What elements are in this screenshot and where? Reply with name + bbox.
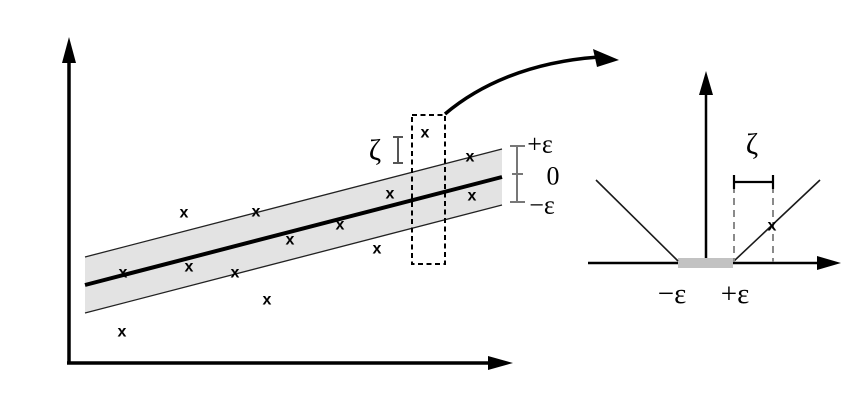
plus-epsilon-label: +ε: [527, 130, 553, 159]
data-point-x-mark: x: [466, 149, 475, 166]
data-point-x-mark: x: [768, 218, 777, 235]
left-scatter-points: x x x x x x x x x x x x x x: [118, 125, 477, 341]
loss-x-axis-arrowhead: [817, 256, 841, 270]
data-point-x-mark: x: [421, 125, 430, 142]
plus-epsilon-tick-label: +ε: [721, 278, 750, 310]
loss-y-axis-arrowhead: [699, 71, 713, 95]
right-plot: ζ −ε +ε x: [588, 71, 841, 310]
data-point-x-mark: x: [336, 217, 345, 234]
zeta-bracket: [732, 175, 775, 189]
epsilon-scale-ruler: [510, 145, 525, 203]
magnify-arrow: [443, 49, 619, 116]
data-point-x-mark: x: [373, 241, 382, 258]
loss-right-arm: [733, 179, 821, 262]
data-point-x-mark: x: [252, 204, 261, 221]
minus-epsilon-label: −ε: [529, 191, 555, 220]
magnify-arrowhead: [593, 49, 619, 67]
loss-left-arm: [595, 179, 679, 262]
epsilon-interval-bar: [678, 258, 733, 268]
data-point-x-mark: x: [119, 265, 128, 282]
minus-epsilon-tick-label: −ε: [658, 278, 687, 310]
zeta-label: ζ: [369, 134, 381, 167]
zeta-error-bar: [393, 136, 403, 164]
x-axis-arrowhead: [488, 356, 513, 370]
data-point-x-mark: x: [468, 188, 477, 205]
x-axis: [67, 356, 513, 370]
data-point-x-mark: x: [180, 205, 189, 222]
left-plot: ζ +ε 0 −ε x x x x x x x x x x x x x x: [62, 37, 560, 370]
data-point-x-mark: x: [263, 292, 272, 309]
zeta-label-right: ζ: [746, 128, 758, 161]
data-point-x-mark: x: [118, 324, 127, 341]
tube-upper-boundary: [84, 148, 503, 258]
data-point-x-mark: x: [231, 265, 240, 282]
data-point-x-mark: x: [185, 259, 194, 276]
data-point-x-mark: x: [386, 186, 395, 203]
right-scatter-points: x: [768, 218, 777, 235]
y-axis: [62, 37, 76, 363]
loss-y-axis: [699, 71, 713, 263]
zero-label: 0: [547, 162, 560, 191]
regression-line: [84, 175, 503, 287]
outlier-dashed-box: [411, 114, 446, 265]
y-axis-arrowhead: [62, 37, 76, 63]
data-point-x-mark: x: [286, 232, 295, 249]
tube-lower-boundary: [84, 204, 503, 314]
